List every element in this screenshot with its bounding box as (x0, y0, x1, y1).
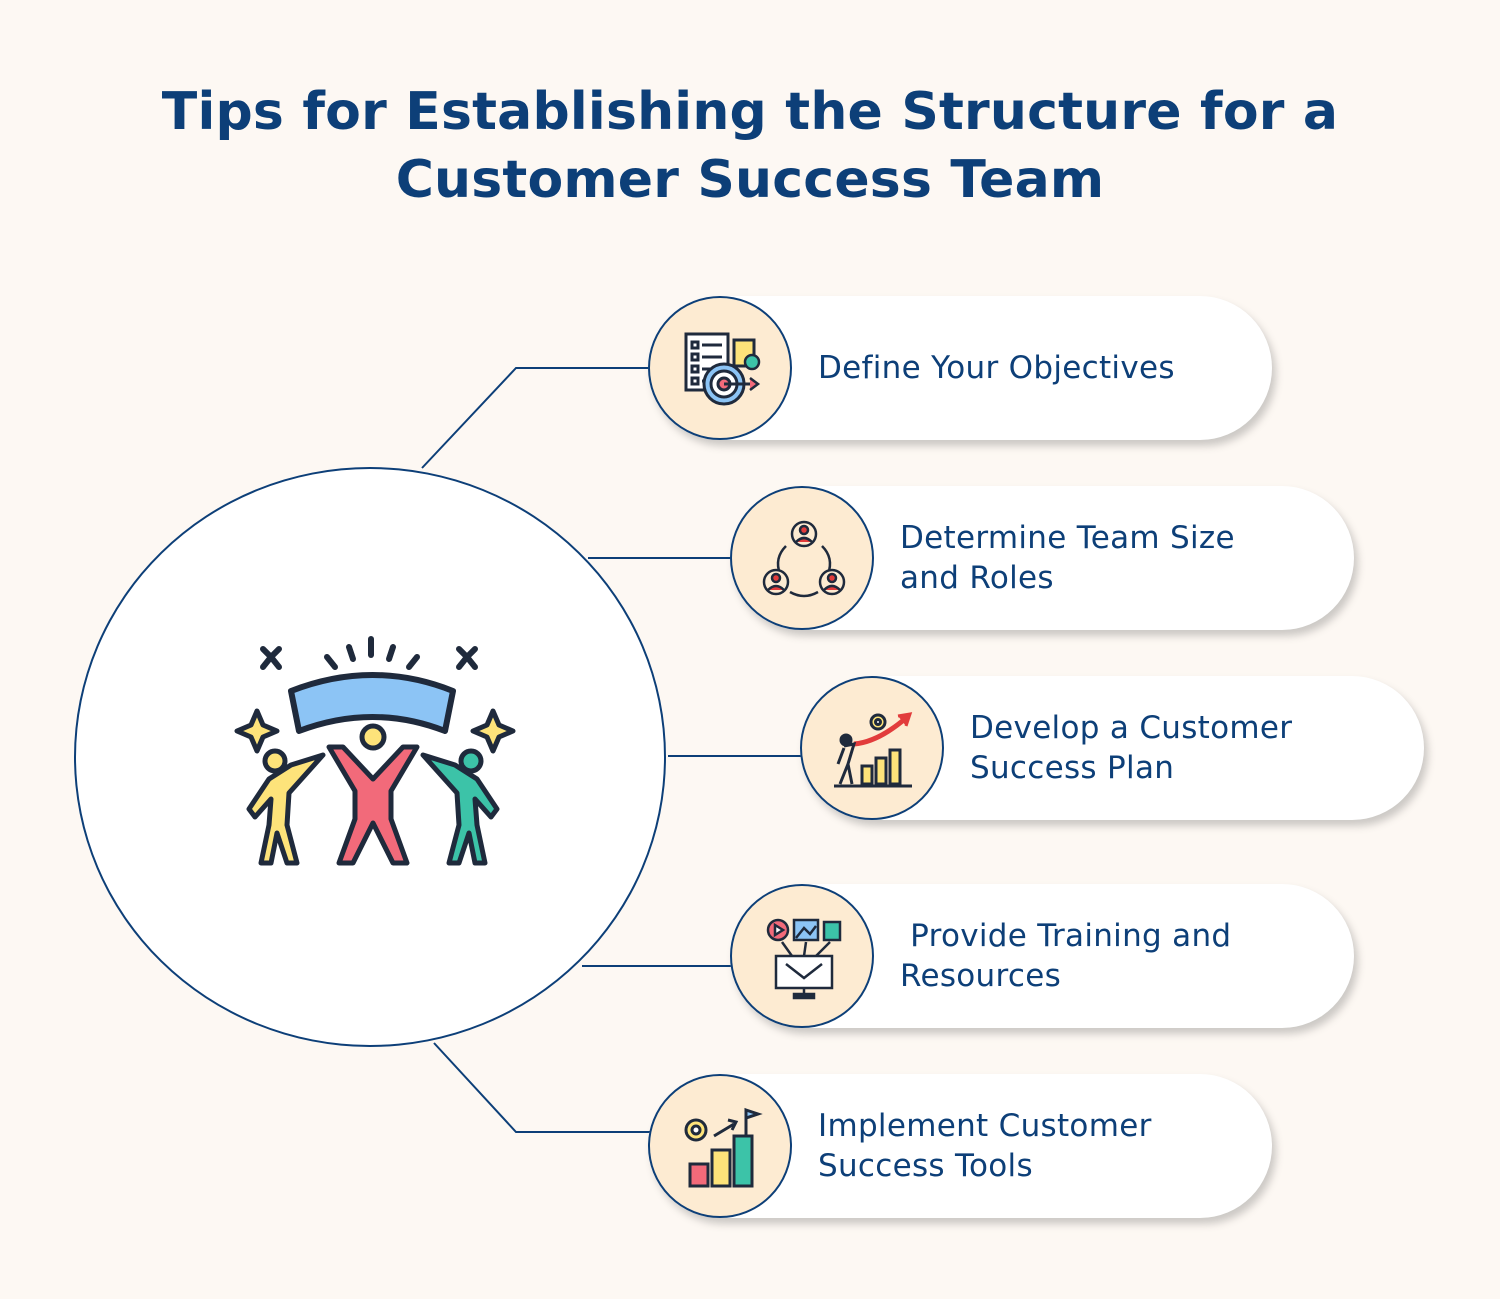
team-roles-icon (762, 520, 846, 598)
tip-label: Define Your Objectives (818, 350, 1175, 386)
tip-success-tools: Implement Customer Success Tools (648, 1074, 1272, 1218)
tip-training-resources: Provide Training and Resources (730, 884, 1354, 1028)
growth-plan-icon (834, 712, 913, 788)
tip-icon-circle (730, 884, 874, 1028)
success-tools-icon (684, 1107, 763, 1188)
tip-label: Determine Team Size and Roles (900, 520, 1235, 596)
tip-customer-success-plan: Develop a Customer Success Plan (800, 676, 1424, 820)
tip-label: Implement Customer Success Tools (818, 1108, 1152, 1184)
team-celebration-icon (234, 636, 516, 866)
tip-label: Provide Training and Resources (900, 918, 1242, 994)
tip-icon-circle (800, 676, 944, 820)
tip-team-size-roles: Determine Team Size and Roles (730, 486, 1354, 630)
connector-5 (433, 1042, 650, 1133)
tip-icon-circle (648, 1074, 792, 1218)
training-resources-icon (766, 918, 842, 1000)
central-hub (74, 467, 666, 1047)
tip-icon-circle (730, 486, 874, 630)
tip-icon-circle (648, 296, 792, 440)
title-line-2: Customer Success Team (395, 150, 1105, 210)
connector-1 (421, 367, 650, 469)
tip-label: Develop a Customer Success Plan (970, 710, 1293, 786)
page-title: Tips for Establishing the Structure for … (0, 78, 1500, 214)
title-line-1: Tips for Establishing the Structure for … (161, 82, 1339, 142)
objectives-target-icon (684, 332, 761, 406)
tip-define-objectives: Define Your Objectives (648, 296, 1272, 440)
